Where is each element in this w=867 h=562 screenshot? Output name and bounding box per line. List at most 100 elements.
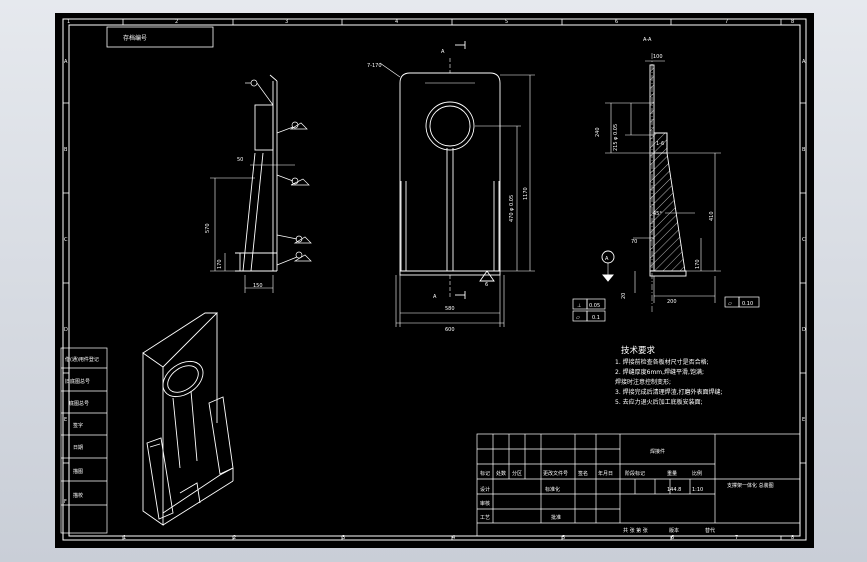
tech-requirements: 技术要求 1. 焊接前检查各板材尺寸是否合格; 2. 焊缝厚度6mm,焊缝平滑,… (615, 345, 723, 406)
frame-num: 7 (725, 19, 728, 25)
corner-label: 存档编号 (123, 34, 147, 42)
dim-215: 215 φ 0.05 (613, 124, 619, 151)
tb-col-label: 重量 (667, 470, 677, 477)
dim-470: 470 φ 0.05 (509, 195, 515, 222)
tb-row-label: 更改文件号 (543, 470, 568, 477)
tb-row-label: 年月日 (598, 470, 613, 477)
tb-sign-row: 审核 (480, 500, 490, 507)
tech-req-line: 焊接时注意控制变形; (615, 378, 671, 386)
tb-col-label: 比例 (692, 470, 702, 477)
tol-symbol: ▱ (728, 301, 732, 307)
tb-row-label: 签名 (578, 470, 588, 477)
frame-letter: D (64, 327, 68, 333)
dim-50: 50 (237, 157, 243, 163)
left-sidebar-labels: 借(通)用件登记 旧底图总号 底图总号 签字 日期 描图 描校 (65, 356, 99, 499)
dim-70: 70 (631, 239, 637, 245)
tb-weight: 144.8 (667, 487, 681, 493)
frame-num: 4 (395, 19, 398, 25)
cad-drawing-viewport[interactable]: 1 2 3 4 5 6 7 8 1 2 3 4 5 6 7 8 A B C D … (55, 13, 814, 548)
tech-req-title: 技术要求 (621, 345, 656, 356)
frame-num: 5 (505, 19, 508, 25)
tb-bottom: 版本 (669, 527, 679, 534)
drawing-frame (62, 18, 807, 541)
tb-bottom: 共 张 第 张 (623, 527, 648, 534)
frame-num: 3 (285, 19, 288, 25)
frame-num: 4 (452, 535, 455, 541)
sidebar-label: 旧底图总号 (65, 378, 90, 385)
weld-label: 1-6 (656, 141, 664, 147)
sidebar-label: 签字 (73, 422, 83, 429)
tol-value: 0.05 (589, 303, 600, 309)
frame-letter: A (64, 59, 68, 65)
front-view (379, 41, 535, 327)
frame-letter: D (802, 327, 806, 333)
tech-req-line: 2. 焊缝厚度6mm,焊缝平滑,饱满; (615, 368, 704, 376)
dim-100: 100 (653, 54, 663, 60)
title-block-texts: 焊接件 标记 处数 分区 更改文件号 签名 年月日 阶段标记 重量 比例 144… (480, 448, 774, 534)
drawing-name: 支撑架一体化 总装图 (727, 482, 774, 489)
tb-approve: 批准 (551, 514, 561, 521)
sidebar-label: 描校 (73, 492, 83, 499)
side-view-dims: 50 570 170 150 (205, 157, 263, 289)
tolerance-frames (572, 296, 760, 322)
sidebar-label: 底图总号 (69, 400, 89, 407)
corner-label-box: 存档编号 (106, 26, 214, 48)
tech-req-line: 3. 焊接完成后清理焊渣,打磨外表面焊缝; (615, 388, 723, 396)
sidebar-label: 描图 (73, 468, 83, 475)
sidebar-label: 日期 (73, 445, 83, 451)
section-title: A-A (643, 37, 652, 43)
dim-580: 580 (445, 306, 455, 312)
tech-req-line: 1. 焊接前检查各板材尺寸是否合格; (615, 358, 709, 366)
datum-letter: A (605, 256, 609, 262)
tb-row-label: 处数 (496, 470, 506, 477)
tb-sign-row: 设计 (480, 486, 490, 493)
frame-num: 3 (342, 535, 345, 541)
section-mark-a-bottom: A (433, 294, 437, 300)
dim-200: 200 (667, 299, 677, 305)
frame-letter: C (64, 237, 68, 243)
tolerance-texts: ⊥ 0.05 ▱ 0.1 ▱ 0.10 (576, 301, 753, 321)
dim-570: 570 (205, 223, 211, 233)
frame-num: 6 (615, 19, 618, 25)
dim-410: 410 (709, 211, 715, 221)
frame-num: 7 (735, 535, 738, 541)
side-view (210, 74, 295, 293)
tb-sign-row: 工艺 (480, 515, 490, 521)
section-mark-a-top: A (441, 49, 445, 55)
dim-1170: 1170 (523, 187, 529, 200)
sidebar-label: 借(通)用件登记 (65, 356, 99, 363)
frame-letter: C (802, 237, 806, 243)
frame-num: 2 (233, 535, 236, 541)
section-view-labels: A-A 100 240 215 φ 0.05 410 70 170 20 200… (595, 37, 715, 305)
frame-letter: E (802, 417, 805, 423)
tb-scale: 1:10 (692, 487, 703, 493)
isometric-view (142, 312, 234, 526)
dim-20: 20 (621, 293, 627, 299)
tol-value: 0.1 (592, 315, 600, 321)
tol-symbol: ⊥ (577, 303, 581, 309)
dim-170: 170 (217, 259, 223, 269)
tb-row-label: 标记 (480, 470, 490, 477)
title-block (476, 433, 801, 537)
side-view-weld-symbols (245, 79, 312, 266)
front-view-labels: 7-170 1170 470 φ 0.05 580 600 A A 6 (367, 49, 529, 333)
leader-label: 7-170 (367, 63, 382, 69)
frame-letter: B (802, 147, 806, 153)
angle-label: 45° (653, 211, 662, 217)
frame-letter: F (64, 499, 67, 505)
tb-col-label: 阶段标记 (625, 470, 645, 477)
datum-triangle-label: 6 (485, 282, 488, 288)
dim-170: 170 (695, 259, 701, 269)
cad-drawing: 1 2 3 4 5 6 7 8 1 2 3 4 5 6 7 8 A B C D … (60, 18, 807, 541)
tb-bottom: 替代 (705, 527, 715, 534)
dim-600: 600 (445, 327, 455, 333)
left-sidebar (60, 347, 108, 534)
tol-symbol: ▱ (576, 315, 580, 321)
frame-num: 8 (791, 535, 794, 541)
dim-240: 240 (595, 127, 601, 137)
part-name: 焊接件 (650, 448, 665, 455)
frame-letter: E (64, 417, 67, 423)
frame-num: 8 (791, 19, 794, 25)
dim-150: 150 (253, 283, 263, 289)
frame-num: 6 (671, 535, 674, 541)
